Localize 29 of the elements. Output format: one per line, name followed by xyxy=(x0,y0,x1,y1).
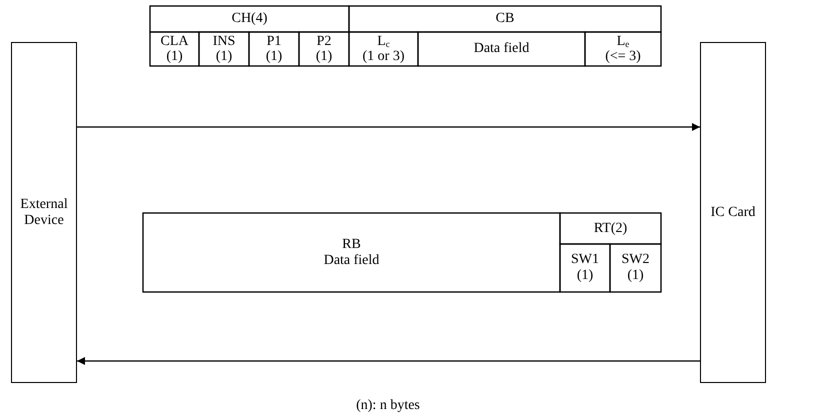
field-name: P1 xyxy=(266,34,282,49)
byte-count: (<= 3) xyxy=(605,49,641,64)
byte-count: (1) xyxy=(166,49,183,64)
field-name: CB xyxy=(496,11,514,27)
field-name: SW2 xyxy=(622,252,650,268)
byte-count: (1 or 3) xyxy=(362,49,404,64)
field-name: L$_{e}$ xyxy=(616,34,630,49)
arrow xyxy=(77,123,700,131)
field-name: Data field xyxy=(474,41,530,57)
field-name: P2 xyxy=(316,34,332,49)
field-name: SW1 xyxy=(571,252,599,268)
caption: (n): n bytes xyxy=(356,398,420,413)
byte-count: (1) xyxy=(316,49,332,64)
field-name: CLA xyxy=(160,34,188,49)
byte-count: (1) xyxy=(576,268,594,284)
byte-count: (1) xyxy=(627,268,644,284)
arrow xyxy=(77,357,700,365)
field-name: L$_{c}$ xyxy=(377,34,390,49)
field-name: RT(2) xyxy=(594,220,628,236)
field-name: CH(4) xyxy=(232,11,268,27)
node-label: External Device xyxy=(19,196,69,228)
byte-count: (1) xyxy=(216,49,232,64)
device-box xyxy=(11,42,77,383)
field-name: INS xyxy=(212,34,236,49)
field-name: Data field xyxy=(324,252,380,268)
node-label: IC Card xyxy=(710,204,756,220)
byte-count: (1) xyxy=(266,49,282,64)
field-name: RB xyxy=(342,236,361,252)
card-box xyxy=(700,42,766,383)
